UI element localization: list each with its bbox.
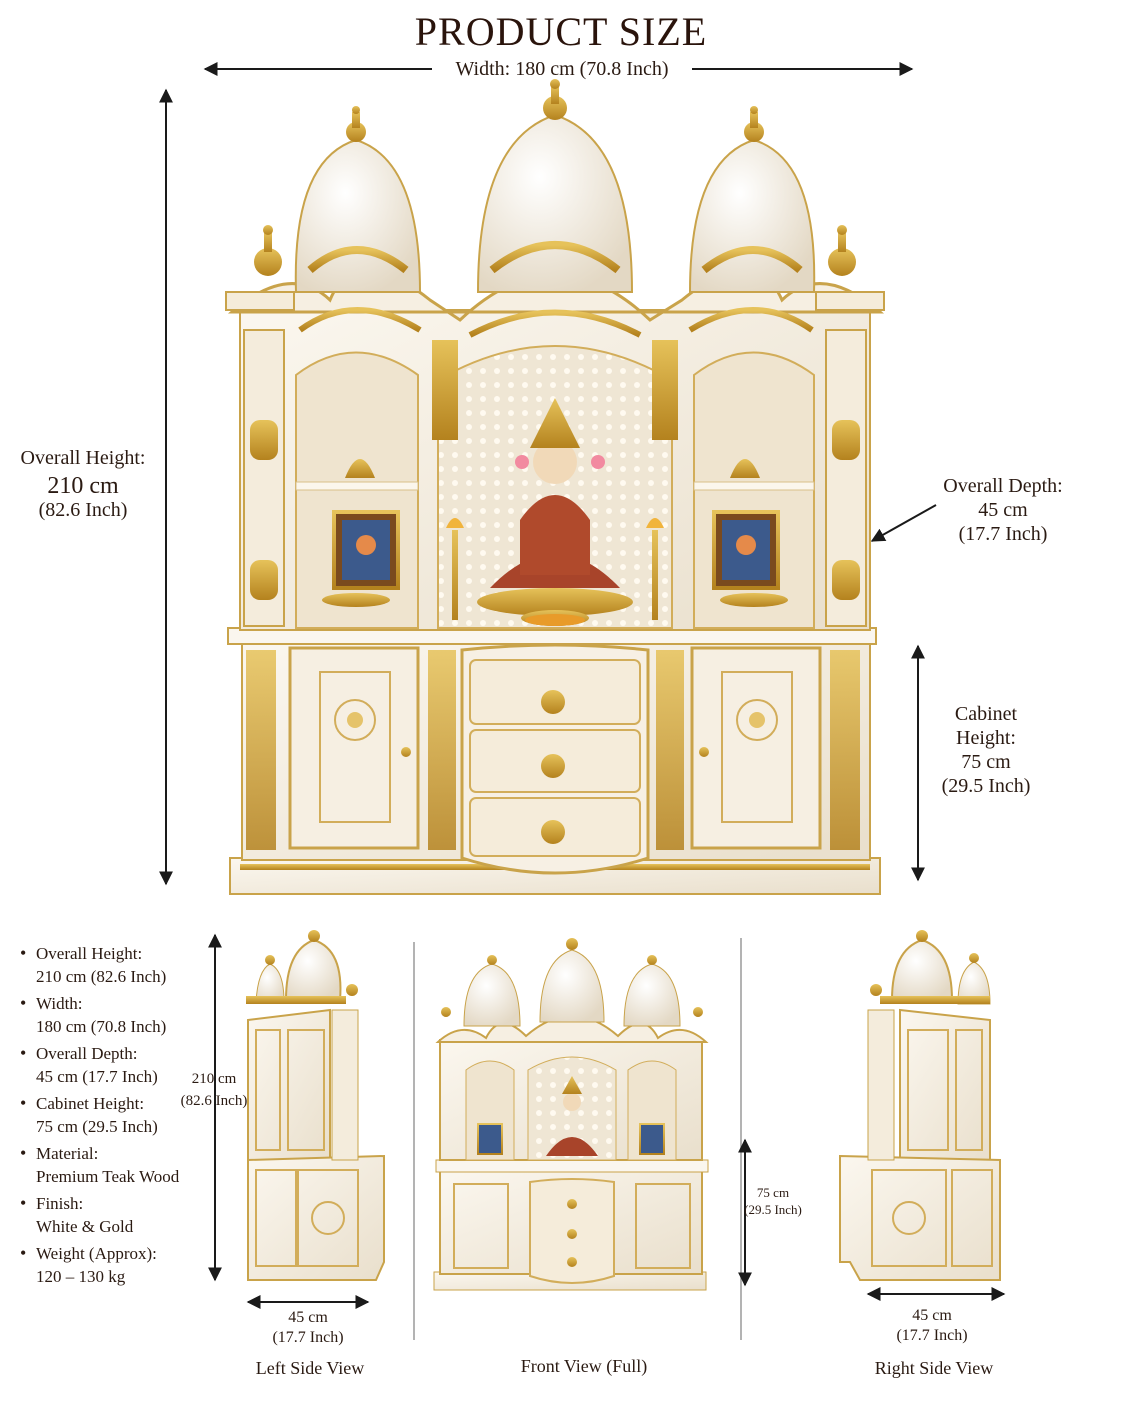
depth-pointer-arrow [870, 504, 937, 542]
overall-height-label: Overall Height: [20, 447, 146, 469]
cabinet-height-inch: (29.5 Inch) [941, 775, 1031, 797]
right-view-depth-label: 45 cm (17.7 Inch) [896, 1307, 968, 1344]
width-label: Width: 180 cm (70.8 Inch) [455, 58, 669, 80]
right-view-caption: Right Side View [874, 1358, 994, 1378]
spec-item: Weight (Approx):120 – 130 kg [18, 1242, 208, 1288]
left-view-depth-label: 45 cm (17.7 Inch) [272, 1309, 344, 1346]
temple-right-side-view [839, 930, 1001, 1281]
spec-item: Cabinet Height:75 cm (29.5 Inch) [18, 1092, 208, 1138]
spec-item: Width:180 cm (70.8 Inch) [18, 992, 208, 1038]
cabinet-height-label-1: Cabinet [954, 703, 1018, 725]
overall-height-callout: Overall Height: 210 cm (82.6 Inch) [8, 446, 158, 522]
temple-front-view-thumb [433, 938, 709, 1291]
left-view-height-label: 210 cm (82.6 Inch) [180, 1071, 248, 1109]
overall-depth-inch: (17.7 Inch) [958, 523, 1048, 545]
spec-item: Material:Premium Teak Wood [18, 1142, 208, 1188]
page-title: PRODUCT SIZE [414, 9, 708, 54]
overall-depth-callout: Overall Depth: 45 cm (17.7 Inch) [928, 474, 1078, 546]
cabinet-height-callout: Cabinet Height: 75 cm (29.5 Inch) [930, 702, 1042, 798]
temple-front-main [225, 79, 885, 895]
spec-item: Finish:White & Gold [18, 1192, 208, 1238]
overall-height-value: 210 cm [47, 473, 119, 499]
spec-item: Overall Height:210 cm (82.6 Inch) [18, 942, 208, 988]
front-view-caption: Front View (Full) [520, 1356, 648, 1376]
overall-height-inch: (82.6 Inch) [38, 499, 128, 521]
temple-left-side-view [246, 930, 385, 1281]
overall-depth-label: Overall Depth: [943, 475, 1063, 497]
spec-item: Overall Depth:45 cm (17.7 Inch) [18, 1042, 208, 1088]
overall-depth-value: 45 cm [978, 499, 1028, 521]
cabinet-height-value: 75 cm [961, 751, 1011, 773]
cabinet-height-label-2: Height: [956, 727, 1016, 749]
left-view-caption: Left Side View [255, 1358, 365, 1378]
front-view-cabinet-label: 75 cm (29.5 Inch) [744, 1185, 802, 1217]
spec-list: Overall Height:210 cm (82.6 Inch) Width:… [18, 942, 208, 1292]
